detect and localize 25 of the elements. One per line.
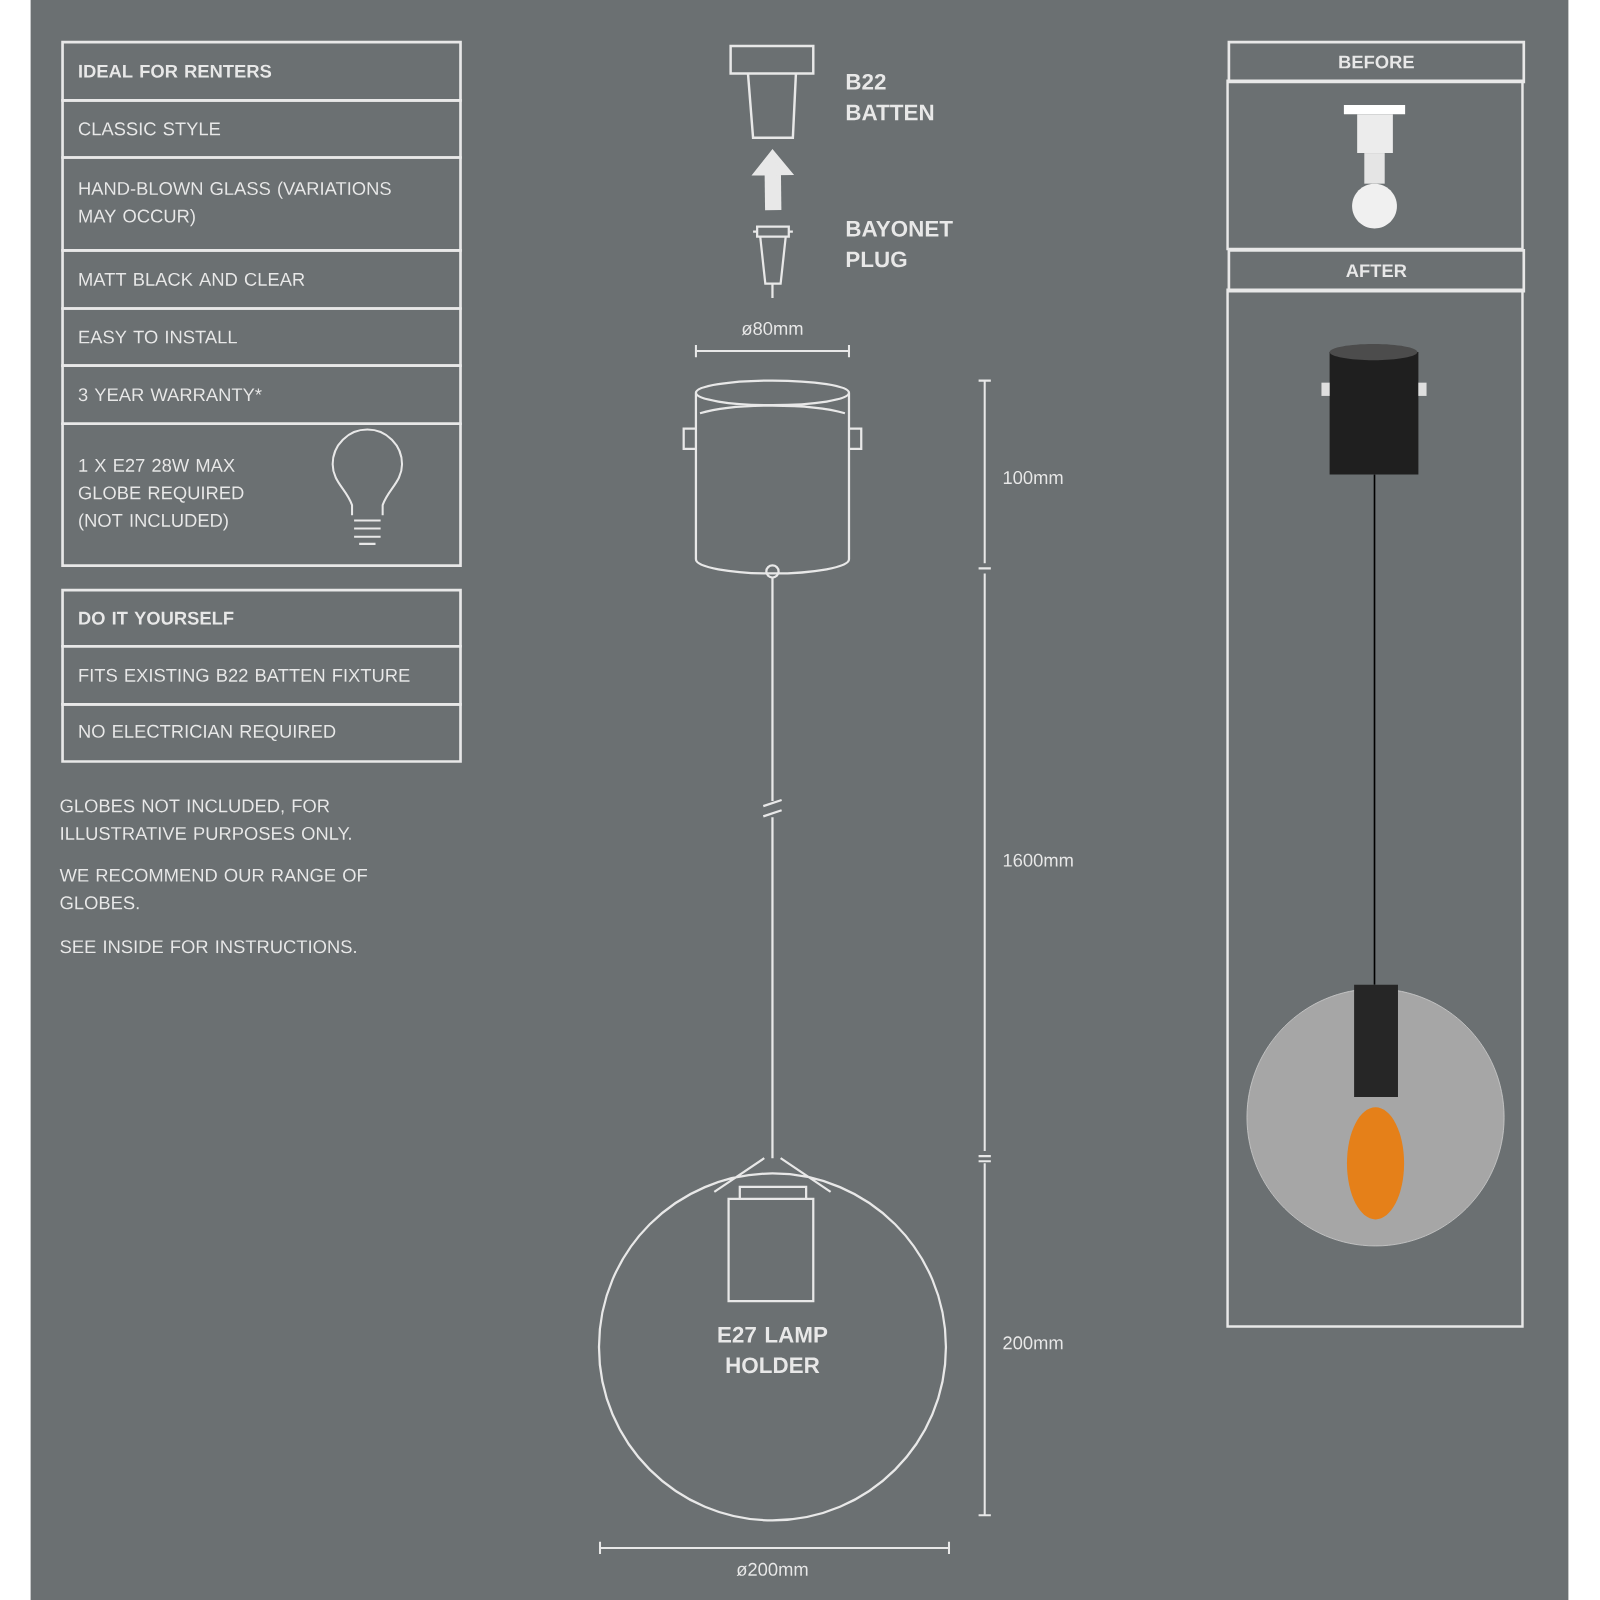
table-cell: HAND-BLOWN GLASS (VARIATIONS MAY OCCUR) — [61, 156, 462, 252]
table-cell: NO ELECTRICIAN REQUIRED — [61, 703, 462, 763]
dimension-label: 1600mm — [1003, 853, 1073, 867]
table-cell: MATT BLACK AND CLEAR — [61, 249, 462, 310]
part-label: E27 LAMP HOLDER — [718, 1326, 828, 1374]
header-cell: AFTER — [1227, 249, 1526, 293]
batten-drawing — [729, 44, 815, 139]
note-text: SEE INSIDE FOR INSTRUCTIONS. — [60, 940, 356, 954]
note-text: GLOBES NOT INCLUDED, FOR ILLUSTRATIVE PURPOSES ONLY. — [60, 799, 351, 840]
header-cell: BEFORE — [1227, 40, 1526, 84]
plug-drawing — [751, 225, 794, 300]
header-cell: IDEAL FOR RENTERS — [61, 40, 462, 102]
dimension-label: 200mm — [1003, 1336, 1063, 1350]
table-cell: FITS EXISTING B22 BATTEN FIXTURE — [61, 644, 462, 706]
dimension-label: ø80mm — [741, 322, 803, 336]
table-cell: CLASSIC STYLE — [61, 98, 462, 159]
dimension-label: ø200mm — [736, 1562, 808, 1576]
header-cell: DO IT YOURSELF — [61, 588, 462, 648]
table-cell: 1 X E27 28W MAX GLOBE REQUIRED (NOT INCLUDED) — [61, 422, 462, 567]
table-cell: 3 YEAR WARRANTY* — [61, 364, 462, 426]
note-text: WE RECOMMEND OUR RANGE OF GLOBES. — [59, 868, 367, 910]
table-cell: EASY TO INSTALL — [61, 307, 462, 367]
dimension-label: 100mm — [1003, 471, 1063, 485]
part-label: B22 BATTEN — [846, 73, 934, 121]
part-label: BAYONET PLUG — [846, 220, 953, 268]
